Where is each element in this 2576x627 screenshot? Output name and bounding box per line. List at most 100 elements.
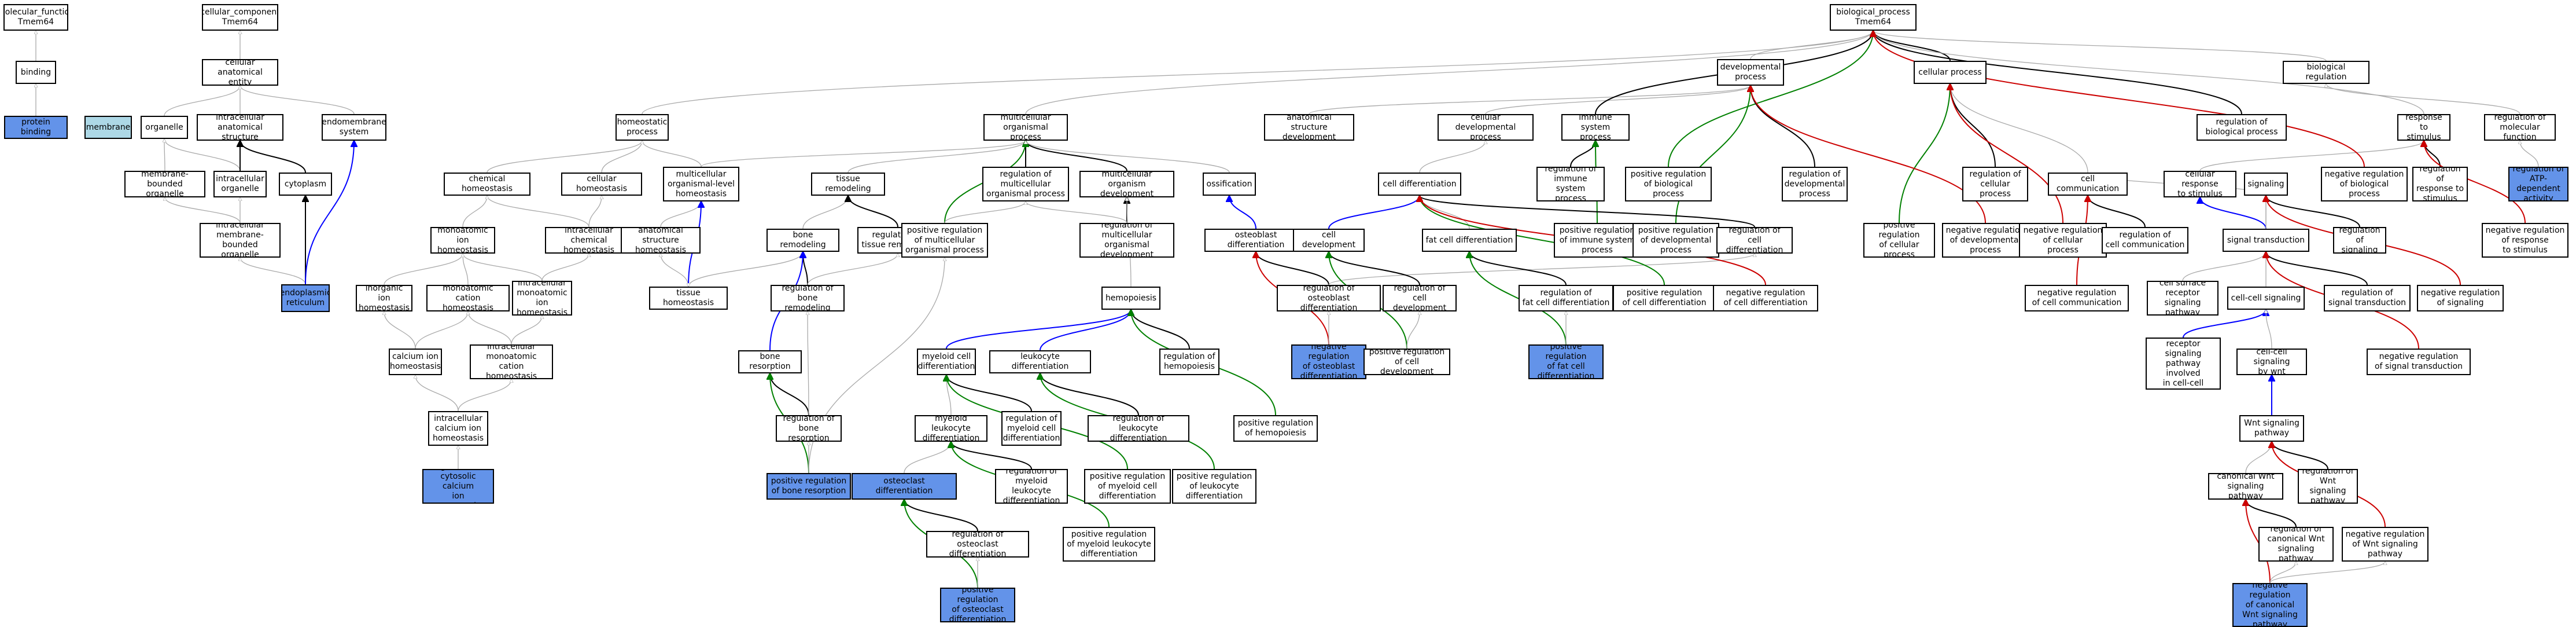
term-node-mbo[interactable]: membrane-bounded organelle — [124, 171, 205, 197]
term-node-reg-cell-proc[interactable]: regulation of cellular process — [1962, 167, 2028, 201]
term-node-mono-ion-homeo[interactable]: monoatomic ion homeostasis — [430, 227, 495, 254]
term-node-myeloid-cell-diff[interactable]: myeloid cell differentiation — [917, 349, 976, 375]
term-node-reg-dev-proc[interactable]: regulation of developmental process — [1782, 167, 1848, 201]
term-node-reg-hemopoiesis[interactable]: regulation of hemopoiesis — [1159, 349, 1219, 375]
term-node-reg-cell-dev[interactable]: regulation of cell development — [1383, 285, 1457, 311]
term-node-pos-reg-cell-proc[interactable]: positive regulation of cellular process — [1863, 223, 1935, 258]
term-node-homeostatic[interactable]: homeostatic process — [616, 114, 669, 141]
term-node-cell-comm[interactable]: cell communication — [2048, 173, 2128, 196]
term-node-reg-signaling[interactable]: regulation of signaling — [2333, 227, 2386, 254]
term-node-imbo[interactable]: intracellular membrane-bounded organelle — [200, 223, 281, 258]
term-node-wnt-pathway[interactable]: Wnt signaling pathway — [2239, 415, 2304, 442]
term-node-ic-ca-homeo[interactable]: intracellular calcium ion homeostasis — [428, 411, 488, 446]
term-node-mono-cat-homeo[interactable]: monoatomic cation homeostasis — [426, 285, 510, 311]
term-node-reg-bone-remod[interactable]: regulation of bone remodeling — [771, 285, 845, 311]
term-node-reg-canon-wnt[interactable]: regulation of canonical Wnt signaling pa… — [2258, 527, 2334, 562]
term-node-pos-reg-immune-proc[interactable]: positive regulation of immune system pro… — [1554, 223, 1641, 258]
term-node-cell-dev-proc[interactable]: cellular developmental process — [1438, 114, 1534, 141]
term-node-reg-atp-dep[interactable]: regulation of ATP-dependent activity — [2508, 167, 2568, 201]
term-node-reg-mol-func[interactable]: regulation of molecular function — [2484, 114, 2556, 141]
term-node-pos-reg-myeloid-leuk-diff[interactable]: positive regulation of myeloid leukocyte… — [1063, 527, 1155, 562]
term-node-neg-reg-signaling[interactable]: negative regulation of signaling — [2417, 285, 2504, 311]
term-node-tissue-remod[interactable]: tissue remodeling — [811, 173, 885, 196]
term-node-multi-dev[interactable]: multicellular organism development — [1079, 171, 1174, 197]
term-node-signal-trans[interactable]: signal transduction — [2223, 229, 2309, 252]
term-node-ias[interactable]: intracellular anatomical structure — [197, 114, 283, 141]
term-node-osteoblast-diff[interactable]: osteoblast differentiation — [1204, 229, 1307, 252]
term-node-reg-cyt-ca[interactable]: regulation of cytosolic calcium ion conc… — [422, 469, 494, 504]
term-node-signaling[interactable]: signaling — [2244, 173, 2288, 196]
term-node-membrane[interactable]: membrane — [84, 116, 132, 139]
term-node-canon-wnt[interactable]: canonical Wnt signaling pathway — [2208, 473, 2283, 500]
term-node-reg-cell-comm[interactable]: regulation of cell communication — [2102, 227, 2188, 254]
term-node-organelle[interactable]: organelle — [141, 116, 188, 139]
term-node-reg-multi-dev[interactable]: regulation of multicellular organismal d… — [1079, 223, 1174, 258]
term-node-cell-resp-stim[interactable]: cellular response to stimulus — [2164, 171, 2236, 197]
term-node-neg-reg-signal-trans[interactable]: negative regulation of signal transducti… — [2367, 349, 2471, 375]
term-node-immune-proc[interactable]: immune system process — [1561, 114, 1630, 141]
term-node-reg-bone-resorp[interactable]: regulation of bone resorption — [776, 415, 842, 442]
term-node-mol-homeo[interactable]: multicellular organismal-level homeostas… — [663, 167, 739, 201]
term-node-neg-reg-cell-comm[interactable]: negative regulation of cell communicatio… — [2025, 285, 2129, 311]
term-node-dev-proc[interactable]: developmental process — [1717, 59, 1784, 86]
term-node-ic-mono-cat-homeo[interactable]: intracellular monoatomic cation homeosta… — [470, 344, 553, 379]
term-node-pos-reg-hemopoiesis[interactable]: positive regulation of hemopoiesis — [1233, 415, 1318, 442]
term-node-neg-reg-bio-proc[interactable]: negative regulation of biological proces… — [2321, 167, 2408, 201]
term-node-cell-dev[interactable]: cell development — [1293, 229, 1365, 252]
term-node-chem-homeo[interactable]: chemical homeostasis — [444, 173, 530, 196]
term-node-reg-bio-proc[interactable]: regulation of biological process — [2197, 114, 2287, 141]
term-node-neg-reg-osteoblast-diff[interactable]: negative regulation of osteoblast differ… — [1291, 344, 1366, 379]
term-node-protein-binding[interactable]: protein binding — [4, 116, 68, 139]
term-node-reg-resp-stim[interactable]: regulation of response to stimulus — [2412, 167, 2468, 201]
term-node-cell-diff[interactable]: cell differentiation — [1378, 173, 1461, 196]
term-node-binding[interactable]: binding — [16, 61, 56, 84]
term-node-bio-reg[interactable]: biological regulation — [2283, 61, 2369, 84]
term-node-pos-reg-dev-proc[interactable]: positive regulation of developmental pro… — [1632, 223, 1719, 258]
term-node-neg-reg-resp-stim[interactable]: negative regulation of response to stimu… — [2482, 223, 2568, 258]
term-node-reg-signal-trans[interactable]: regulation of signal transduction — [2324, 285, 2411, 311]
term-node-reg-leuk-diff[interactable]: regulation of leukocyte differentiation — [1088, 415, 1189, 442]
term-node-neg-reg-cell-proc[interactable]: negative regulation of cellular process — [2019, 223, 2107, 258]
term-node-pos-reg-leuk-diff[interactable]: positive regulation of leukocyte differe… — [1172, 469, 1256, 504]
term-node-cell-cell-signaling[interactable]: cell-cell signaling — [2227, 287, 2305, 310]
term-node-pos-reg-cell-diff[interactable]: positive regulation of cell differentiat… — [1613, 285, 1716, 311]
term-node-reg-cell-diff[interactable]: regulation of cell differentiation — [1716, 227, 1793, 254]
term-node-ossification[interactable]: ossification — [1203, 173, 1256, 196]
term-node-reg-fat-cell-diff[interactable]: regulation of fat cell differentiation — [1519, 285, 1613, 311]
term-node-ic-mono-ion-homeo[interactable]: intracellular monoatomic ion homeostasis — [512, 281, 572, 316]
term-node-pos-reg-bone-resorp[interactable]: positive regulation of bone resorption — [766, 473, 851, 500]
term-node-bp[interactable]: biological_process Tmem64 — [1830, 4, 1917, 31]
term-node-ic-chem-homeo[interactable]: intracellular chemical homeostasis — [545, 227, 633, 254]
term-node-ca-homeo[interactable]: calcium ion homeostasis — [389, 349, 442, 375]
term-node-fat-cell-diff[interactable]: fat cell differentiation — [1422, 229, 1517, 252]
term-node-hemopoiesis[interactable]: hemopoiesis — [1101, 287, 1160, 310]
term-node-as-homeo[interactable]: anatomical structure homeostasis — [621, 227, 701, 254]
term-node-neg-reg-wnt[interactable]: negative regulation of Wnt signaling pat… — [2342, 527, 2428, 562]
term-node-multi-proc[interactable]: multicellular organismal process — [983, 114, 1068, 141]
term-node-cellular-proc[interactable]: cellular process — [1914, 61, 1987, 84]
term-node-pos-reg-multi-proc[interactable]: positive regulation of multicellular org… — [901, 223, 988, 258]
term-node-bone-resorp[interactable]: bone resorption — [738, 350, 802, 373]
term-node-cell-homeo[interactable]: cellular homeostasis — [561, 173, 642, 196]
term-node-cc[interactable]: cellular_component Tmem64 — [202, 4, 278, 31]
term-node-tissue-homeo[interactable]: tissue homeostasis — [649, 287, 728, 310]
term-node-neg-reg-canon-wnt[interactable]: negative regulation of canonical Wnt sig… — [2232, 583, 2308, 627]
term-node-myeloid-leuk-diff[interactable]: myeloid leukocyte differentiation — [915, 415, 987, 442]
term-node-er[interactable]: endoplasmic reticulum — [281, 284, 330, 312]
term-node-leukocyte-diff[interactable]: leukocyte differentiation — [989, 350, 1091, 373]
term-node-osteoclast-diff[interactable]: osteoclast differentiation — [852, 473, 957, 500]
term-node-reg-osteoblast-diff[interactable]: regulation of osteoblast differentiation — [1277, 285, 1381, 311]
term-node-reg-myeloid-cell-diff[interactable]: regulation of myeloid cell differentiati… — [1001, 411, 1062, 446]
term-node-csr-signaling[interactable]: cell surface receptor signaling pathway — [2147, 281, 2218, 316]
term-node-cytoplasm[interactable]: cytoplasm — [279, 173, 332, 196]
term-node-reg-wnt[interactable]: regulation of Wnt signaling pathway — [2298, 469, 2358, 504]
term-node-inorg-ion-homeo[interactable]: inorganic ion homeostasis — [356, 285, 412, 311]
term-node-reg-multi-proc[interactable]: regulation of multicellular organismal p… — [982, 167, 1069, 201]
term-node-pos-reg-bio-proc[interactable]: positive regulation of biological proces… — [1625, 167, 1712, 201]
term-node-mf[interactable]: molecular_function Tmem64 — [3, 4, 68, 31]
term-node-resp-stim[interactable]: response to stimulus — [2397, 114, 2450, 141]
term-node-pos-reg-fat-cell-diff[interactable]: positive regulation of fat cell differen… — [1528, 344, 1604, 379]
term-node-neg-reg-cell-diff[interactable]: negative regulation of cell differentiat… — [1713, 285, 1818, 311]
term-node-io[interactable]: intracellular organelle — [213, 171, 267, 197]
term-node-reg-osteoclast-diff[interactable]: regulation of osteoclast differentiation — [926, 531, 1029, 558]
